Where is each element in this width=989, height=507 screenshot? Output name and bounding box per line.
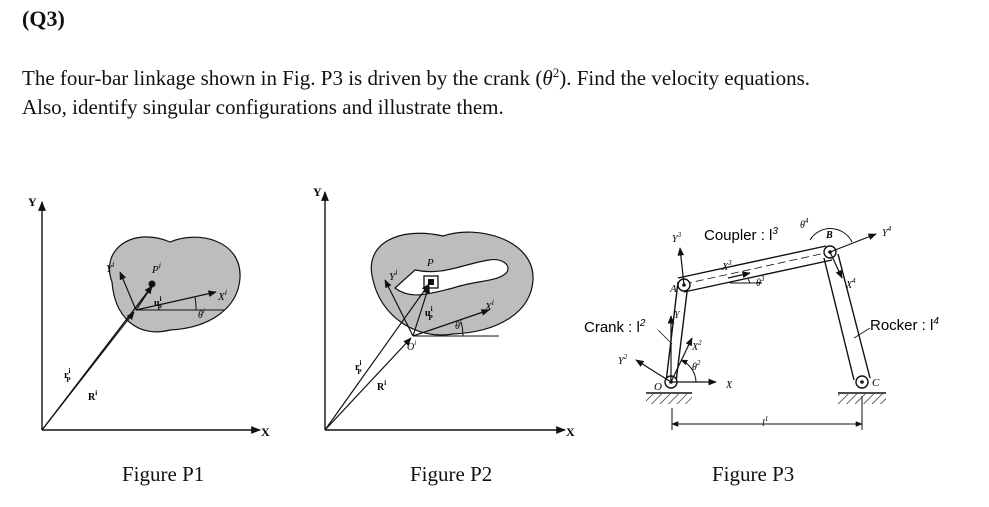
joint-C-center — [860, 380, 864, 384]
question-line-2: Also, identify singular configurations a… — [22, 95, 504, 119]
label-O: O — [654, 381, 662, 393]
p1-body-x-axis — [135, 290, 217, 311]
label-X2: X2 — [691, 339, 702, 353]
question-line-1: The four-bar linkage shown in Fig. P3 is… — [22, 58, 972, 93]
p2-label-Y: Yi — [389, 268, 397, 283]
p1-axis-x-label: X — [261, 425, 270, 439]
p2-body-y-axis — [384, 279, 414, 337]
X3-arrow — [727, 271, 751, 279]
question-text: The four-bar linkage shown in Fig. P3 is… — [22, 58, 972, 122]
ground-label: l1 — [762, 415, 768, 429]
p1-vector-r — [41, 285, 153, 431]
line1-after: ). Find the velocity equations. — [559, 66, 811, 90]
label-Y3: Y3 — [672, 231, 682, 245]
line1-before: The four-bar linkage shown in Fig. P3 is… — [22, 66, 543, 90]
p1-label-X: Xi — [217, 288, 227, 303]
p2-body-x-axis — [412, 309, 490, 337]
ground-hatch-O — [646, 394, 692, 404]
p2-slider-inner — [428, 279, 434, 285]
p2-label-X: Xi — [484, 298, 494, 313]
p1-label-R: Ri — [88, 389, 97, 403]
rocker-label: Rocker : l4 — [870, 316, 939, 334]
label-theta3: θ3 — [756, 275, 765, 289]
label-Y4: Y4 — [882, 225, 892, 239]
figure-p3-caption: Figure P3 — [712, 462, 795, 486]
p2-axis-y-label: Y — [313, 185, 322, 199]
label-B: B — [825, 230, 833, 241]
label-theta2: θ2 — [692, 359, 701, 373]
theta3-arc — [747, 278, 751, 284]
figure-p3: l1 Coupler : l3 Crank : l2 Rocker : l4 O… — [584, 217, 939, 430]
p1-body-y-axis — [119, 271, 137, 311]
joint-B-arc — [809, 228, 853, 243]
p1-vector-u — [135, 285, 153, 311]
p2-axis-x-label: X — [566, 425, 575, 439]
label-X3: X3 — [721, 259, 732, 273]
p2-theta-arc — [460, 321, 464, 337]
rocker-leader — [853, 327, 871, 339]
p2-label-theta: θi — [455, 318, 462, 332]
label-Y: Y — [674, 310, 681, 321]
figure-p2-caption: Figure P2 — [410, 462, 493, 486]
figure-p1-caption: Figure P1 — [122, 462, 205, 486]
p2-vector-R — [324, 337, 412, 431]
p1-label-P: Pi — [151, 261, 161, 276]
coupler-centerline — [683, 251, 831, 285]
theta-superscript: 2 — [552, 65, 560, 80]
p2-label-P: P — [426, 257, 434, 269]
coupler-link — [677, 245, 833, 293]
theta-symbol: θ — [542, 66, 553, 90]
label-Y2: Y2 — [618, 353, 628, 367]
p2-vector-u — [412, 285, 430, 337]
label-theta4: θ4 — [800, 217, 809, 231]
theta2-arc — [680, 359, 697, 383]
p2-label-R: Ri — [377, 379, 386, 393]
Y3-arrow — [677, 247, 685, 286]
crank-link — [665, 281, 689, 383]
X4-arrow — [829, 251, 843, 279]
label-C: C — [872, 377, 880, 389]
crank-label: Crank : l2 — [584, 318, 646, 336]
p1-axis-y-label: Y — [28, 195, 37, 209]
p1-theta-arc — [194, 296, 197, 311]
p2-label-O: Oi — [407, 339, 416, 353]
label-X4: X4 — [845, 277, 856, 291]
p2-vector-r — [324, 283, 430, 431]
label-X: X — [725, 380, 733, 391]
Y2-arrow — [635, 359, 672, 383]
p1-point-P — [148, 280, 156, 288]
label-A: A — [669, 283, 677, 295]
p1-label-theta: θi — [198, 307, 205, 321]
question-number: (Q3) — [22, 6, 65, 31]
coupler-label: Coupler : l3 — [704, 226, 778, 244]
crank-leader — [657, 329, 673, 345]
Y4-arrow — [829, 233, 877, 253]
rocker-link — [823, 253, 871, 381]
p1-label-Y: Yi — [106, 260, 114, 275]
